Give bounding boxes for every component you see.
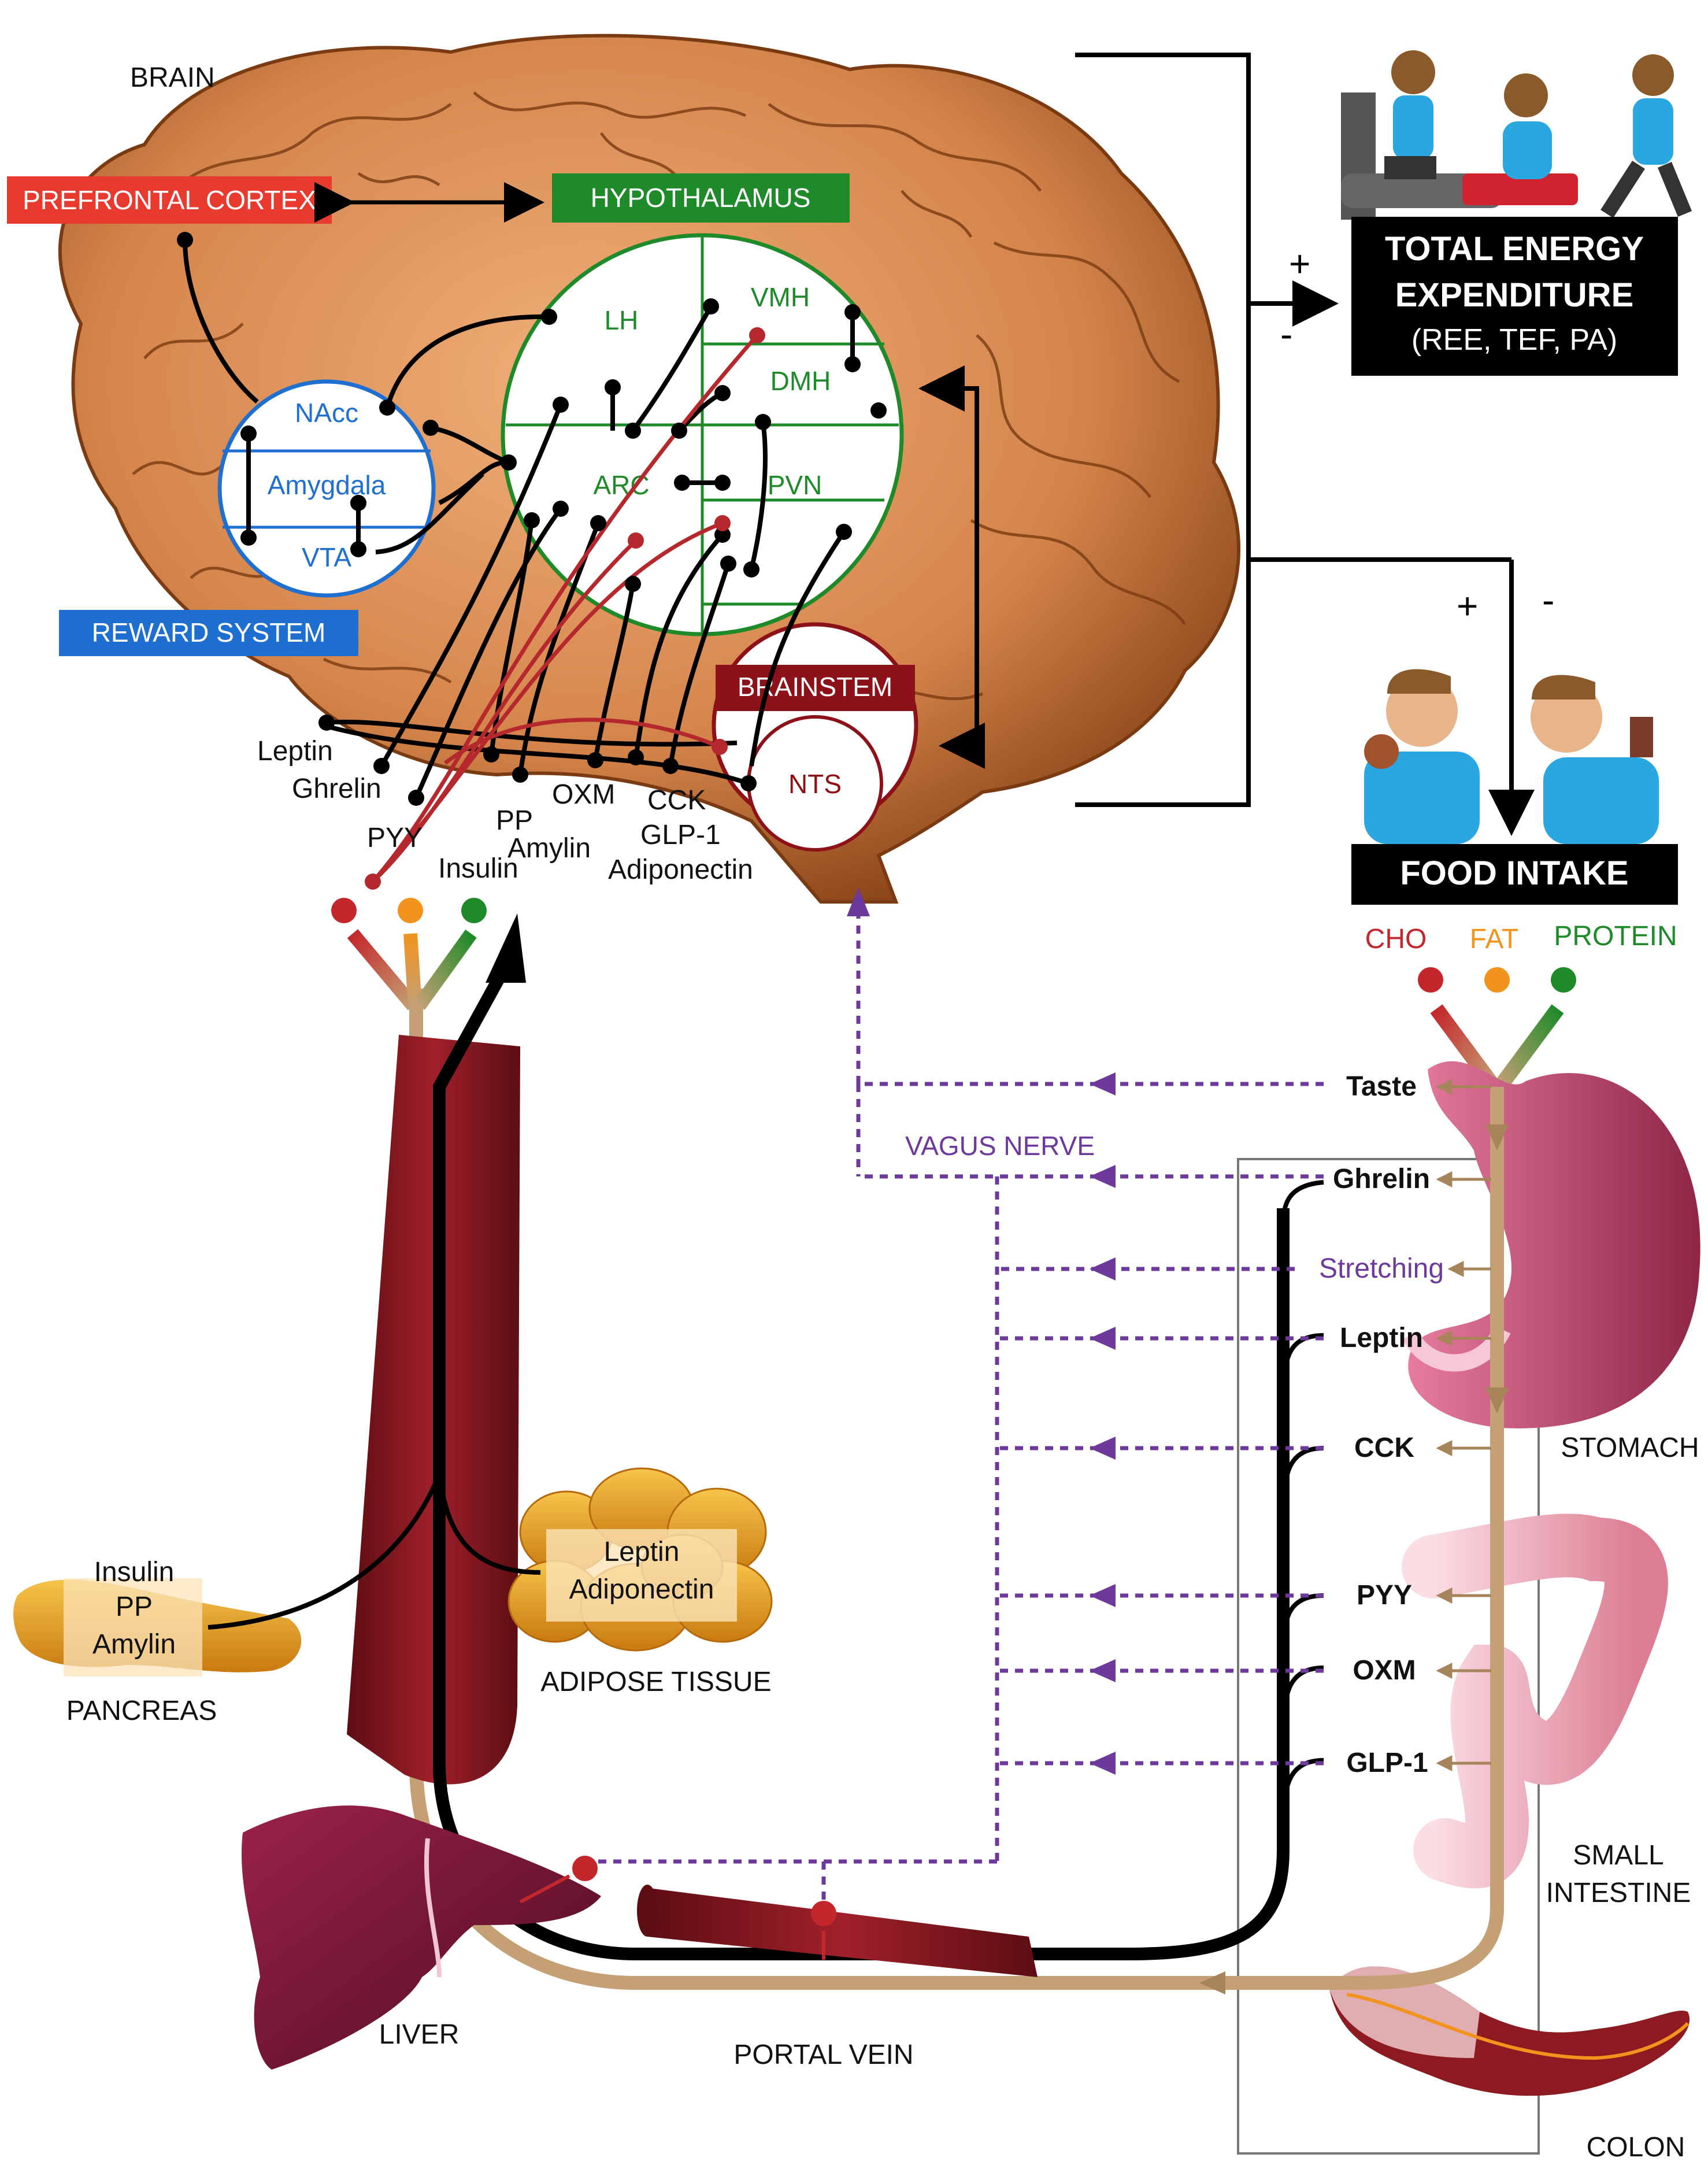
stomach-label: STOMACH [1561,1433,1699,1463]
macronutrients: CHO FAT PROTEIN [1365,921,1677,1087]
hormone-glp1: GLP-1 [640,820,721,850]
signal-pyy: PYY [1357,1580,1412,1611]
pancreas-pp: PP [116,1592,153,1622]
stomach: STOMACH [1408,1061,1700,1463]
nts-label: NTS [788,769,842,799]
nutrient-fork [331,898,487,1006]
pancreas-insulin: Insulin [94,1557,175,1587]
signal-ghrelin: Ghrelin [1333,1164,1430,1194]
signal-oxm: OXM [1353,1655,1416,1686]
hormone-pyy: PYY [367,823,423,853]
signal-glp1: GLP-1 [1346,1748,1428,1778]
hormone-amylin: Amylin [507,833,591,864]
liver-label: LIVER [379,2019,460,2050]
hormone-insulin: Insulin [438,853,518,884]
pancreas-label: PANCREAS [66,1696,217,1726]
small-intestine-label-2: INTESTINE [1546,1878,1691,1908]
adipose-adiponectin: Adiponectin [569,1574,714,1605]
colon: COLON [1329,1966,1690,2163]
signal-taste: Taste [1346,1071,1417,1102]
nucleus-dmh: DMH [770,366,831,396]
intake-plus: + [1457,585,1478,627]
nucleus-amygdala: Amygdala [268,470,386,500]
tee-line2: EXPENDITURE [1395,276,1634,314]
nucleus-vta: VTA [302,542,351,572]
nucleus-arc: ARC [593,470,649,500]
prefrontal-cortex: PREFRONTAL CORTEX [7,176,332,224]
food-intake-label: FOOD INTAKE [1400,854,1628,892]
energy-minus: - [1280,313,1292,355]
signal-stretching: Stretching [1319,1253,1444,1284]
adipose-leptin: Leptin [604,1537,680,1567]
tee-line1: TOTAL ENERGY [1385,230,1644,268]
macro-cho: CHO [1365,924,1427,954]
hormone-pathway [439,971,1283,1954]
portal-vein-label: PORTAL VEIN [733,2040,913,2070]
intake-minus: - [1542,579,1554,621]
tee-line3: (REE, TEF, PA) [1411,323,1617,357]
portal-vein: PORTAL VEIN [520,1856,1038,2070]
brain-title: BRAIN [130,62,215,93]
total-energy-expenditure-box: TOTAL ENERGY EXPENDITURE (REE, TEF, PA) [1351,217,1678,376]
nucleus-pvn: PVN [768,470,822,500]
small-intestine-label-1: SMALL [1573,1840,1663,1871]
nucleus-nacc: NAcc [295,398,358,428]
hypothalamus-label: HYPOTHALAMUS [591,183,811,213]
vagus-nerve [595,911,1324,1902]
colon-label: COLON [1587,2132,1685,2163]
physical-activity-icon [1341,50,1685,220]
pancreas-amylin: Amylin [92,1629,176,1660]
prefrontal-label: PREFRONTAL CORTEX [23,185,316,215]
nucleus-lh: LH [605,305,639,335]
food-intake-box: FOOD INTAKE [1351,844,1678,905]
vagus-nerve-label: VAGUS NERVE [905,1131,1095,1161]
signal-cck: CCK [1354,1433,1414,1463]
vagus-arrowheads [847,887,1116,1775]
gut-signals: Taste Ghrelin Stretching Leptin CCK PYY … [1319,1071,1444,1778]
hormone-cck: CCK [647,785,706,816]
hormone-ghrelin: Ghrelin [292,774,381,804]
adipose-label: ADIPOSE TISSUE [540,1667,771,1697]
hormone-pp: PP [496,805,533,836]
signal-leptin: Leptin [1340,1323,1423,1353]
hormone-oxm: OXM [552,779,615,810]
hormone-leptin: Leptin [257,736,333,767]
reward-label: REWARD SYSTEM [92,617,326,647]
nucleus-vmh: VMH [751,282,810,312]
macro-fat: FAT [1470,924,1518,954]
macro-protein: PROTEIN [1554,921,1677,952]
hormone-adiponectin: Adiponectin [608,854,753,885]
hormone-pathway-arrowhead [486,913,526,983]
small-intestine: SMALL INTESTINE [1433,1545,1691,1908]
energy-plus: + [1289,243,1310,284]
brainstem-label: BRAINSTEM [738,672,892,702]
